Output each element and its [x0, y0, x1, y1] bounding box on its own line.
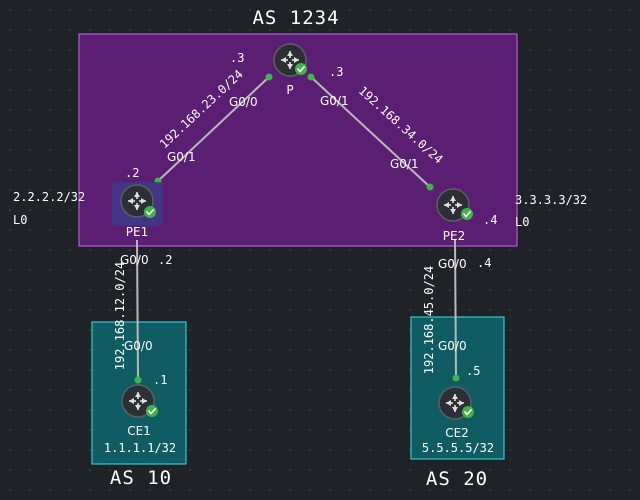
link-pe1-ce1[interactable]: [136, 239, 139, 381]
node-name-ce2: CE2: [445, 426, 469, 440]
if-pe1-g0-0: G0/0: [120, 253, 149, 267]
check-circle-icon: [294, 62, 308, 76]
link-pe2-ce2[interactable]: [454, 239, 457, 379]
subnet-pe1-ce1: 192.168.12.0/24: [113, 262, 127, 370]
host-pe1-top: .2: [125, 166, 139, 180]
subnet-pe2-ce2: 192.168.45.0/24: [422, 266, 436, 374]
router-p[interactable]: [273, 43, 308, 77]
host-p-right: .3: [329, 65, 343, 79]
link-pe1-p[interactable]: [157, 76, 270, 182]
host-pe1-bottom: .2: [158, 253, 172, 267]
if-pe2-g0-1: G0/1: [390, 157, 419, 171]
host-pe2-right: .4: [483, 213, 497, 227]
host-pe2-bottom: .4: [477, 256, 491, 270]
host-ce2: .5: [466, 364, 480, 378]
endpoint-p-g0-0: [265, 73, 273, 81]
if-p-g0-0: G0/0: [229, 95, 258, 109]
loopback-ce1: 1.1.1.1/32: [104, 441, 176, 455]
as-1234-label: AS 1234: [252, 7, 339, 29]
node-name-pe1: PE1: [126, 225, 148, 239]
loopback-ce2: 5.5.5.5/32: [422, 441, 494, 455]
check-circle-icon: [145, 404, 159, 418]
host-ce1: .1: [153, 373, 167, 387]
endpoint-ce2-g0-0: [452, 374, 460, 382]
endpoint-pe2-g0-1: [426, 183, 434, 191]
check-circle-icon: [143, 205, 157, 219]
node-name-p: P: [286, 83, 293, 97]
loopback-if-pe1: L0: [13, 213, 27, 227]
endpoint-ce1-g0-0: [134, 376, 142, 384]
if-pe2-g0-0: G0/0: [438, 257, 467, 271]
check-circle-icon: [460, 207, 474, 221]
if-ce2-g0-0: G0/0: [438, 339, 467, 353]
endpoint-p-g0-1: [307, 73, 315, 81]
as-10-label: AS 10: [110, 467, 172, 489]
loopback-pe2: 3.3.3.3/32: [515, 193, 587, 207]
link-p-pe2[interactable]: [310, 76, 431, 188]
if-pe1-g0-1: G0/1: [167, 150, 196, 164]
if-p-g0-1: G0/1: [320, 94, 349, 108]
as-20-label: AS 20: [426, 468, 488, 490]
host-p-left: .3: [230, 51, 244, 65]
loopback-pe1: 2.2.2.2/32: [13, 190, 85, 204]
check-circle-icon: [461, 405, 475, 419]
if-ce1-g0-0: G0/0: [124, 339, 153, 353]
node-name-pe2: PE2: [443, 229, 465, 243]
loopback-if-pe2: L0: [515, 215, 529, 229]
node-name-ce1: CE1: [127, 424, 151, 438]
